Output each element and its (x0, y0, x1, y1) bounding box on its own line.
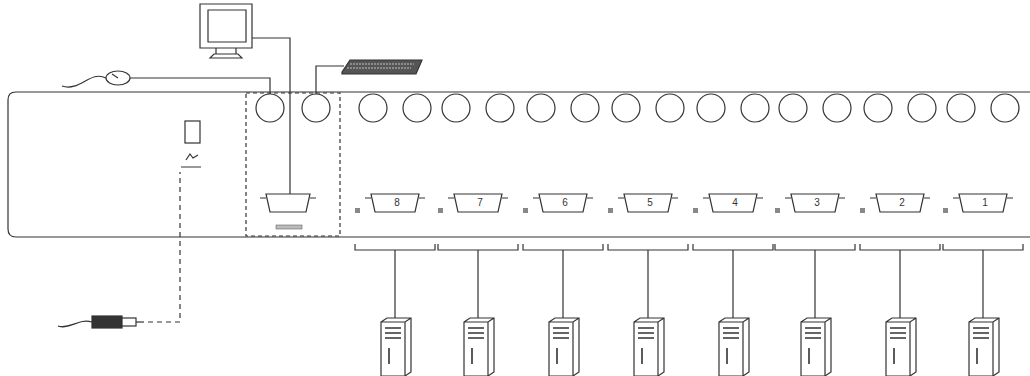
computer-tower (969, 318, 999, 376)
vga-port (618, 194, 678, 212)
mouse-port (779, 94, 807, 122)
monitor (200, 4, 252, 58)
power-cable (148, 172, 180, 322)
cpu-port-group (355, 94, 435, 318)
keyboard-cable (316, 66, 344, 94)
computer-tower (719, 318, 749, 376)
keyboard-port (571, 94, 599, 122)
cpu-port-group (693, 94, 773, 318)
keyboard-port (656, 94, 684, 122)
mouse-port (359, 94, 387, 122)
port-number: 6 (561, 198, 569, 208)
cable-bracket (523, 244, 603, 318)
switch-panel (8, 92, 1030, 237)
port-number: 3 (813, 198, 821, 208)
computer-tower (549, 318, 579, 376)
computer-tower (464, 318, 494, 376)
cpu-port-group (438, 94, 518, 318)
port-mark (355, 208, 360, 213)
port-number: 4 (731, 198, 739, 208)
mouse-port (527, 94, 555, 122)
mouse (62, 71, 130, 87)
cpu-port-group (608, 94, 688, 318)
vga-port (870, 194, 930, 212)
port-number: 2 (898, 198, 906, 208)
cpu-port-group (860, 94, 940, 318)
mouse-port (442, 94, 470, 122)
cpu-port-groups (355, 94, 1023, 318)
cable-bracket (775, 244, 855, 318)
cable-bracket (608, 244, 688, 318)
computer-tower (886, 318, 916, 376)
port-number: 7 (476, 198, 484, 208)
keyboard (342, 60, 422, 74)
port-mark (523, 208, 528, 213)
console-keyboard-port (302, 94, 330, 122)
computer-tower (634, 318, 664, 376)
mouse-port (612, 94, 640, 122)
vga-port (953, 194, 1013, 212)
computer-tower (381, 318, 411, 376)
cable-bracket (355, 244, 435, 318)
cable-bracket (860, 244, 940, 318)
keyboard-port (741, 94, 769, 122)
console-port-group (246, 93, 340, 236)
keyboard-port (823, 94, 851, 122)
vga-port (785, 194, 845, 212)
monitor-cable (252, 38, 290, 194)
cable-bracket (693, 244, 773, 318)
mouse-cable (130, 78, 270, 94)
port-mark (693, 208, 698, 213)
cpu-port-group (523, 94, 603, 318)
console-label-bar (276, 225, 302, 229)
computer-tower (801, 318, 831, 376)
port-mark (775, 208, 780, 213)
vga-port (703, 194, 763, 212)
port-number: 5 (646, 198, 654, 208)
keyboard-port (486, 94, 514, 122)
cable-bracket (438, 244, 518, 318)
cpu-port-group (943, 94, 1023, 318)
keyboard-port (991, 94, 1019, 122)
keyboard-port (908, 94, 936, 122)
port-number: 8 (393, 198, 401, 208)
power-adapter-plug (58, 316, 144, 328)
cable-bracket (943, 244, 1023, 318)
vga-port (448, 194, 508, 212)
cpu-port-group (775, 94, 855, 318)
power-socket (185, 121, 200, 143)
power-rating-label (181, 166, 201, 168)
vga-port (533, 194, 593, 212)
mouse-port (697, 94, 725, 122)
computers (381, 318, 999, 376)
console-mouse-port (256, 94, 284, 122)
port-number: 1 (981, 198, 989, 208)
power-symbol (186, 154, 198, 160)
keyboard-port (403, 94, 431, 122)
port-mark (860, 208, 865, 213)
console-vga-port (260, 194, 316, 212)
port-mark (943, 208, 948, 213)
port-mark (438, 208, 443, 213)
vga-port (365, 194, 425, 212)
mouse-port (864, 94, 892, 122)
port-mark (608, 208, 613, 213)
mouse-port (947, 94, 975, 122)
